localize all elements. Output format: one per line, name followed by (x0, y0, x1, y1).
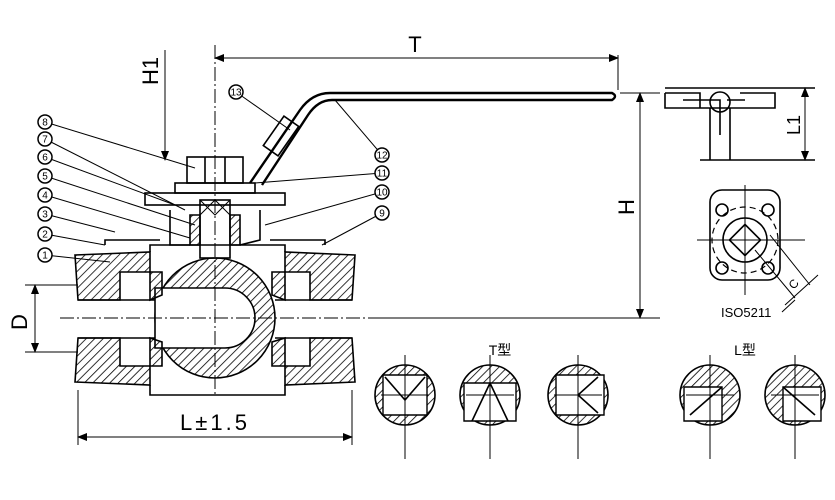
port-view-l-1 (679, 355, 741, 459)
dimension-d-label: D (7, 314, 32, 330)
iso-flange-view: C ISO5211 (697, 185, 819, 320)
callout-number: 1 (42, 251, 48, 262)
dimension-t-label: T (408, 32, 421, 57)
handle-lever (249, 91, 617, 186)
callout-number: 6 (42, 153, 48, 164)
callout-number: 9 (379, 209, 385, 220)
dimension-h-label: H (614, 199, 639, 215)
stem-top-view: L1 (664, 87, 815, 161)
callout-2: 2 (37, 226, 106, 246)
port-view-t-left (374, 355, 436, 459)
callout-8: 8 (37, 114, 196, 169)
callout-number: 4 (42, 191, 48, 202)
callout-number: 2 (42, 230, 48, 241)
callout-number: 13 (230, 88, 242, 99)
callout-number: 10 (376, 188, 388, 199)
dimensions: T H1 H D L±1.5 (7, 32, 660, 445)
handle-grip (262, 114, 300, 158)
callout-number: 5 (42, 172, 48, 183)
callout-11: 11 (254, 165, 390, 184)
callout-9: 9 (321, 205, 390, 246)
end-cap-right (284, 251, 356, 301)
port-view-t-down (459, 355, 521, 459)
dimension-h1-label: H1 (138, 57, 163, 85)
callout-3: 3 (37, 206, 116, 233)
callout-number: 12 (376, 151, 388, 162)
callout-number: 8 (42, 118, 48, 129)
callout-1: 1 (37, 247, 111, 263)
t-type-label: T型 (489, 342, 512, 358)
callout-number: 11 (377, 169, 388, 180)
port-view-t-right (547, 355, 609, 459)
l-type-label: L型 (734, 342, 756, 358)
callout-10: 10 (264, 184, 390, 226)
dimension-l-label: L±1.5 (180, 410, 250, 435)
end-cap-left-bottom (74, 337, 151, 386)
port-type-views: T型 L型 (374, 342, 826, 459)
callout-7: 7 (37, 131, 186, 211)
end-cap-right-bottom (284, 337, 356, 386)
callout-6: 6 (37, 149, 176, 206)
callout-12: 12 (334, 99, 390, 163)
port-view-l-2 (764, 355, 826, 459)
callout-number: 3 (42, 210, 48, 221)
callout-4: 4 (37, 187, 191, 239)
callout-13: 13 (228, 84, 291, 131)
callout-number: 7 (42, 135, 48, 146)
callout-5: 5 (37, 168, 196, 226)
dimension-l1-label: L1 (784, 115, 804, 135)
valve-section-view (60, 45, 617, 396)
iso5211-label: ISO5211 (721, 305, 771, 320)
